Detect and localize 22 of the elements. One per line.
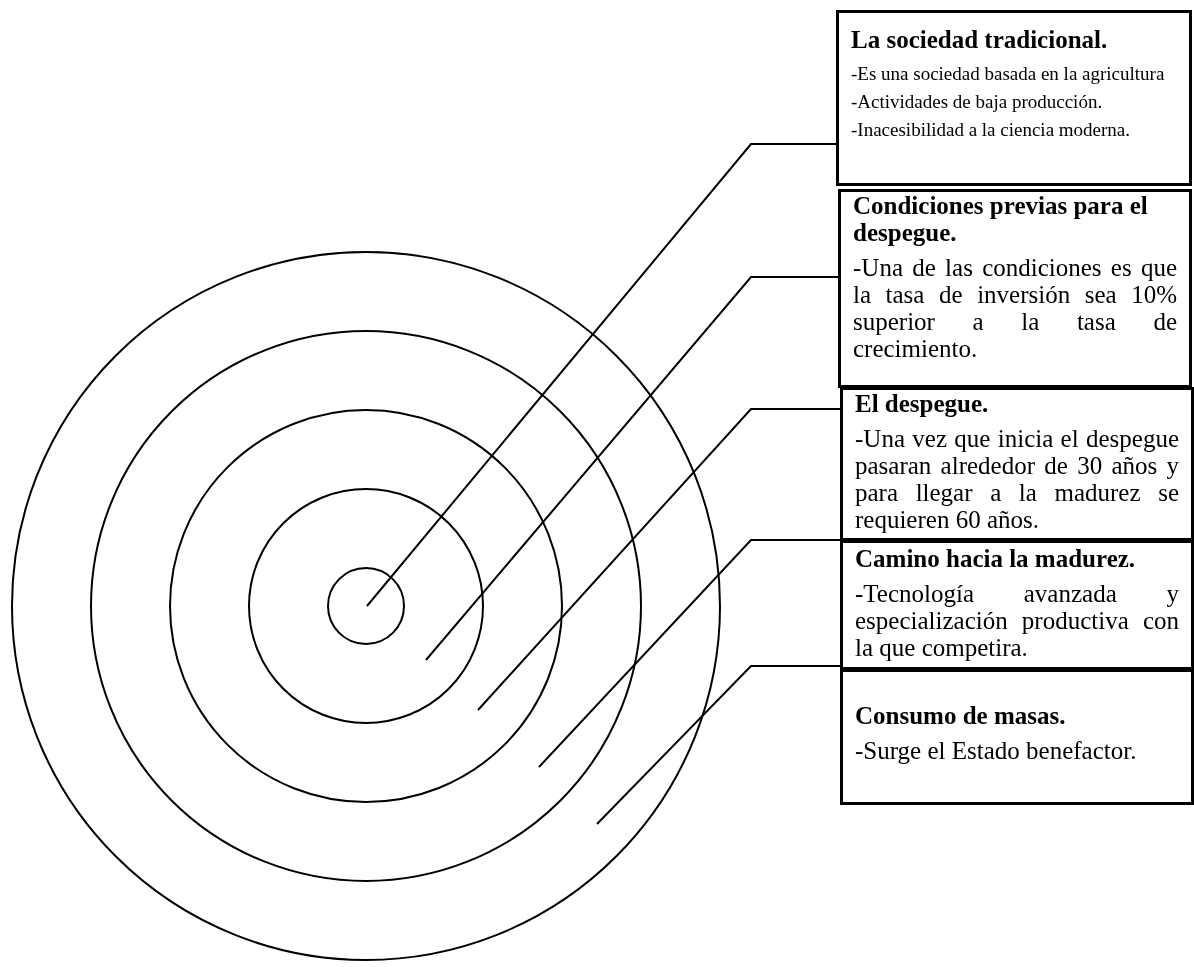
stage-description: -Surge el Estado benefactor. — [855, 737, 1138, 764]
stage-box — [840, 669, 1194, 805]
stage-description: -Una de las condiciones es que la tasa de inversión sea 10% superior a la tasa de crecimiento. — [853, 254, 1177, 362]
stage-title: Condiciones previas para el despegue. — [853, 192, 1149, 246]
stage-title: Consumo de masas. — [855, 702, 1067, 729]
stage-box — [840, 387, 1194, 541]
stage-title: Camino hacia la madurez. — [855, 545, 1137, 572]
stage-title: El despegue. — [855, 390, 990, 417]
leader-line — [366, 143, 837, 607]
leader-line — [538, 539, 841, 768]
stage-title: La sociedad tradicional. — [851, 25, 1109, 55]
leader-line — [596, 665, 841, 825]
leader-line — [425, 276, 839, 661]
stage-description: -Actividades de baja producción. — [851, 91, 1104, 112]
stage-description: -Inacesibilidad a la ciencia moderna. — [851, 119, 1132, 140]
stage-description: -Es una sociedad basada en la agricultura — [851, 63, 1166, 84]
stage-box — [840, 540, 1194, 670]
leader-line — [477, 408, 841, 711]
stage-box — [836, 10, 1192, 186]
stage-description: -Tecnología avanzada y especialización productiva con la que competira. — [855, 580, 1179, 661]
stage-box — [838, 189, 1192, 388]
stage-description: -Una vez que inicia el despegue pasaran alrededor de 30 años y para llegar a la madurez se requieren 60 años. — [855, 425, 1179, 533]
